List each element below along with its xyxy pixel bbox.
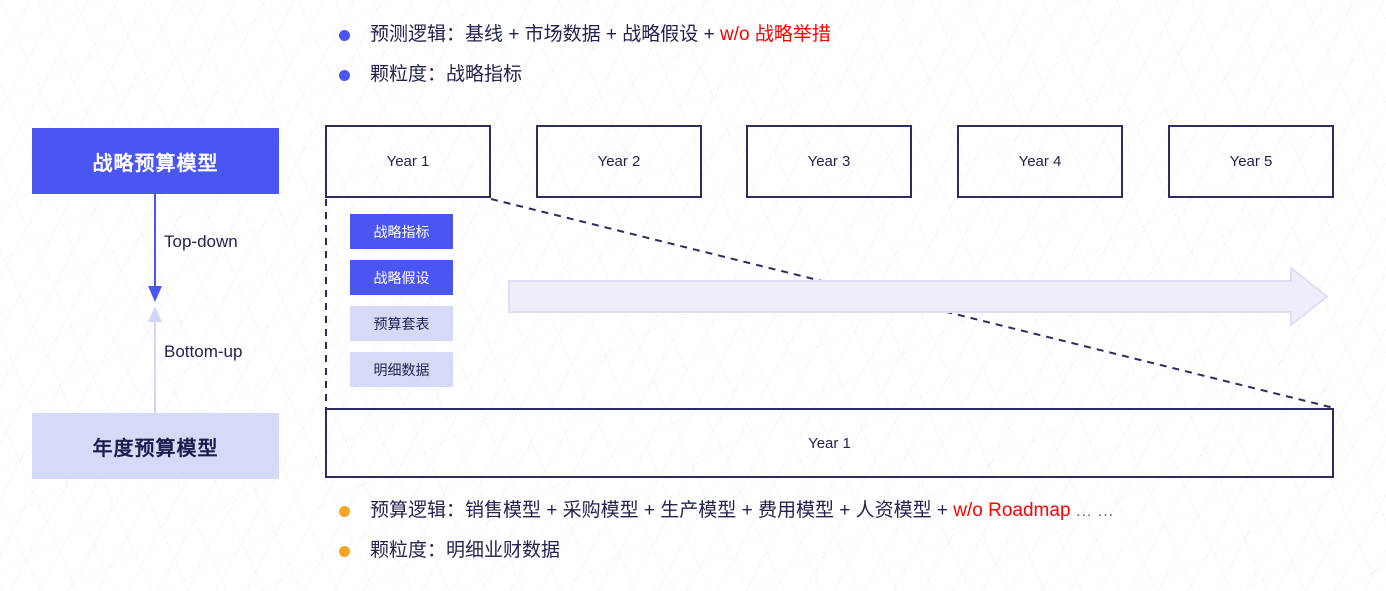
annual-budget-model-box[interactable]: 年度预算模型: [32, 413, 279, 479]
layer-chip-label: 明细数据: [373, 361, 430, 378]
year-box-label: Year 5: [1229, 153, 1273, 170]
bottom-up-label: Bottom-up: [164, 342, 243, 361]
blue-bullet-icon: [339, 30, 350, 41]
amber-bullet-icon: [339, 506, 350, 517]
year-box-label: Year 4: [1018, 153, 1062, 170]
layer-chip-label: 预算套表: [373, 315, 430, 332]
annual-detail-year-box[interactable]: Year 1: [325, 408, 1334, 478]
year-box-2[interactable]: Year 2: [536, 125, 702, 198]
bullet-highlight: w/o Roadmap: [953, 500, 1071, 521]
bullet-text: 颗粒度：明细业财数据: [370, 540, 561, 561]
bullet-text: 预测逻辑：基线 + 市场数据 + 战略假设 + w/o 战略举措: [370, 24, 831, 45]
year-box-3[interactable]: Year 3: [746, 125, 912, 198]
year-box-label: Year 2: [597, 153, 641, 170]
annual-detail-year-label: Year 1: [808, 434, 851, 452]
bullet-row: 颗粒度：明细业财数据: [339, 538, 1114, 564]
bullet-text: 预算逻辑：销售模型 + 采购模型 + 生产模型 + 费用模型 + 人资模型 + …: [370, 500, 1114, 521]
bullet-row: 颗粒度：战略指标: [339, 62, 831, 88]
year-box-1[interactable]: Year 1: [325, 125, 491, 198]
rail-connector-area: Top-down Bottom-up: [32, 194, 279, 413]
bullet-ellipsis: … …: [1070, 501, 1114, 520]
top-down-label: Top-down: [164, 232, 238, 251]
layer-chip-label: 战略指标: [373, 223, 430, 240]
layer-chip-label: 战略假设: [373, 269, 430, 286]
bullet-row: 预算逻辑：销售模型 + 采购模型 + 生产模型 + 费用模型 + 人资模型 + …: [339, 498, 1114, 524]
rail-arrows: [148, 194, 162, 413]
amber-bullet-icon: [339, 546, 350, 557]
layer-chip-detail-data[interactable]: 明细数据: [350, 352, 453, 387]
annual-budget-model-label: 年度预算模型: [92, 437, 219, 460]
model-rail: 战略预算模型 Top-down Bottom-up 年度预算模型: [32, 128, 279, 479]
strategic-budget-model-box[interactable]: 战略预算模型: [32, 128, 279, 194]
bullet-row: 预测逻辑：基线 + 市场数据 + 战略假设 + w/o 战略举措: [339, 22, 831, 48]
bullet-text: 颗粒度：战略指标: [370, 64, 523, 85]
strategic-budget-model-label: 战略预算模型: [92, 152, 219, 175]
top-bullet-list: 预测逻辑：基线 + 市场数据 + 战略假设 + w/o 战略举措 颗粒度：战略指…: [339, 22, 831, 102]
year-box-5[interactable]: Year 5: [1168, 125, 1334, 198]
layer-chip-strategic-kpi[interactable]: 战略指标: [350, 214, 453, 249]
layer-chip-stack: 战略指标 战略假设 预算套表 明细数据: [350, 214, 453, 398]
timeline-progress-arrow: [508, 265, 1329, 328]
layer-chip-budget-template[interactable]: 预算套表: [350, 306, 453, 341]
bullet-highlight: w/o 战略举措: [719, 24, 831, 45]
year-box-4[interactable]: Year 4: [957, 125, 1123, 198]
layer-chip-strategic-assumption[interactable]: 战略假设: [350, 260, 453, 295]
blue-bullet-icon: [339, 70, 350, 81]
year-box-label: Year 1: [386, 153, 430, 170]
bottom-bullet-list: 预算逻辑：销售模型 + 采购模型 + 生产模型 + 费用模型 + 人资模型 + …: [339, 498, 1114, 578]
year-box-label: Year 3: [807, 153, 851, 170]
